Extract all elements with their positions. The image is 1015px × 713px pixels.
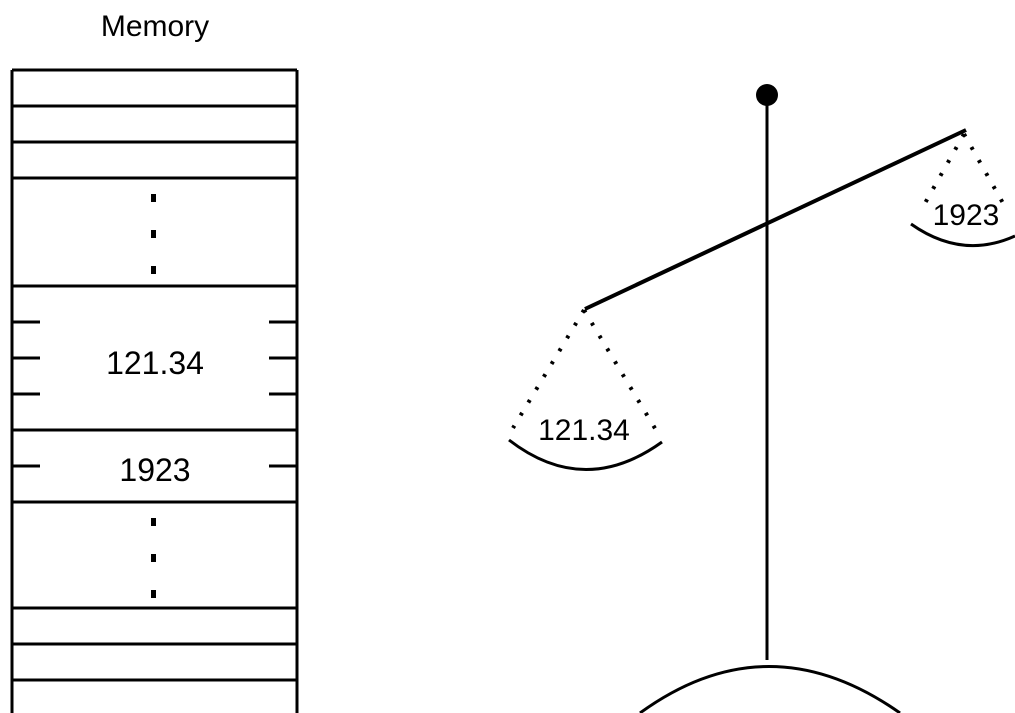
memory-value-float: 121.34 xyxy=(106,345,204,381)
memory-ellipsis-upper xyxy=(151,194,156,274)
memory-diagram: Memory xyxy=(10,10,299,713)
scale-base xyxy=(639,665,901,713)
memory-title: Memory xyxy=(101,10,209,43)
memory-byte-ticks xyxy=(12,320,297,468)
balance-scale: 121.34 1923 xyxy=(508,84,1015,713)
memory-value-int: 1923 xyxy=(119,452,190,488)
memory-cell-boundaries xyxy=(12,68,297,682)
right-pan-label: 1923 xyxy=(933,199,1000,232)
ellipsis-dot xyxy=(151,194,156,202)
ellipsis-dot xyxy=(151,230,156,238)
left-pan-string xyxy=(511,308,586,430)
right-pan: 1923 xyxy=(910,133,1015,248)
scale-beam xyxy=(584,128,967,311)
memory-ellipsis-lower xyxy=(151,518,156,598)
ellipsis-dot xyxy=(151,266,156,274)
ellipsis-dot xyxy=(151,590,156,598)
left-pan: 121.34 xyxy=(508,308,663,471)
ellipsis-dot xyxy=(151,554,156,562)
ellipsis-dot xyxy=(151,518,156,526)
left-pan-label: 121.34 xyxy=(538,414,630,447)
left-pan-bowl xyxy=(508,438,663,471)
scale-pivot-knob xyxy=(756,84,778,106)
right-pan-bowl xyxy=(910,222,1015,248)
left-pan-string xyxy=(582,308,661,437)
